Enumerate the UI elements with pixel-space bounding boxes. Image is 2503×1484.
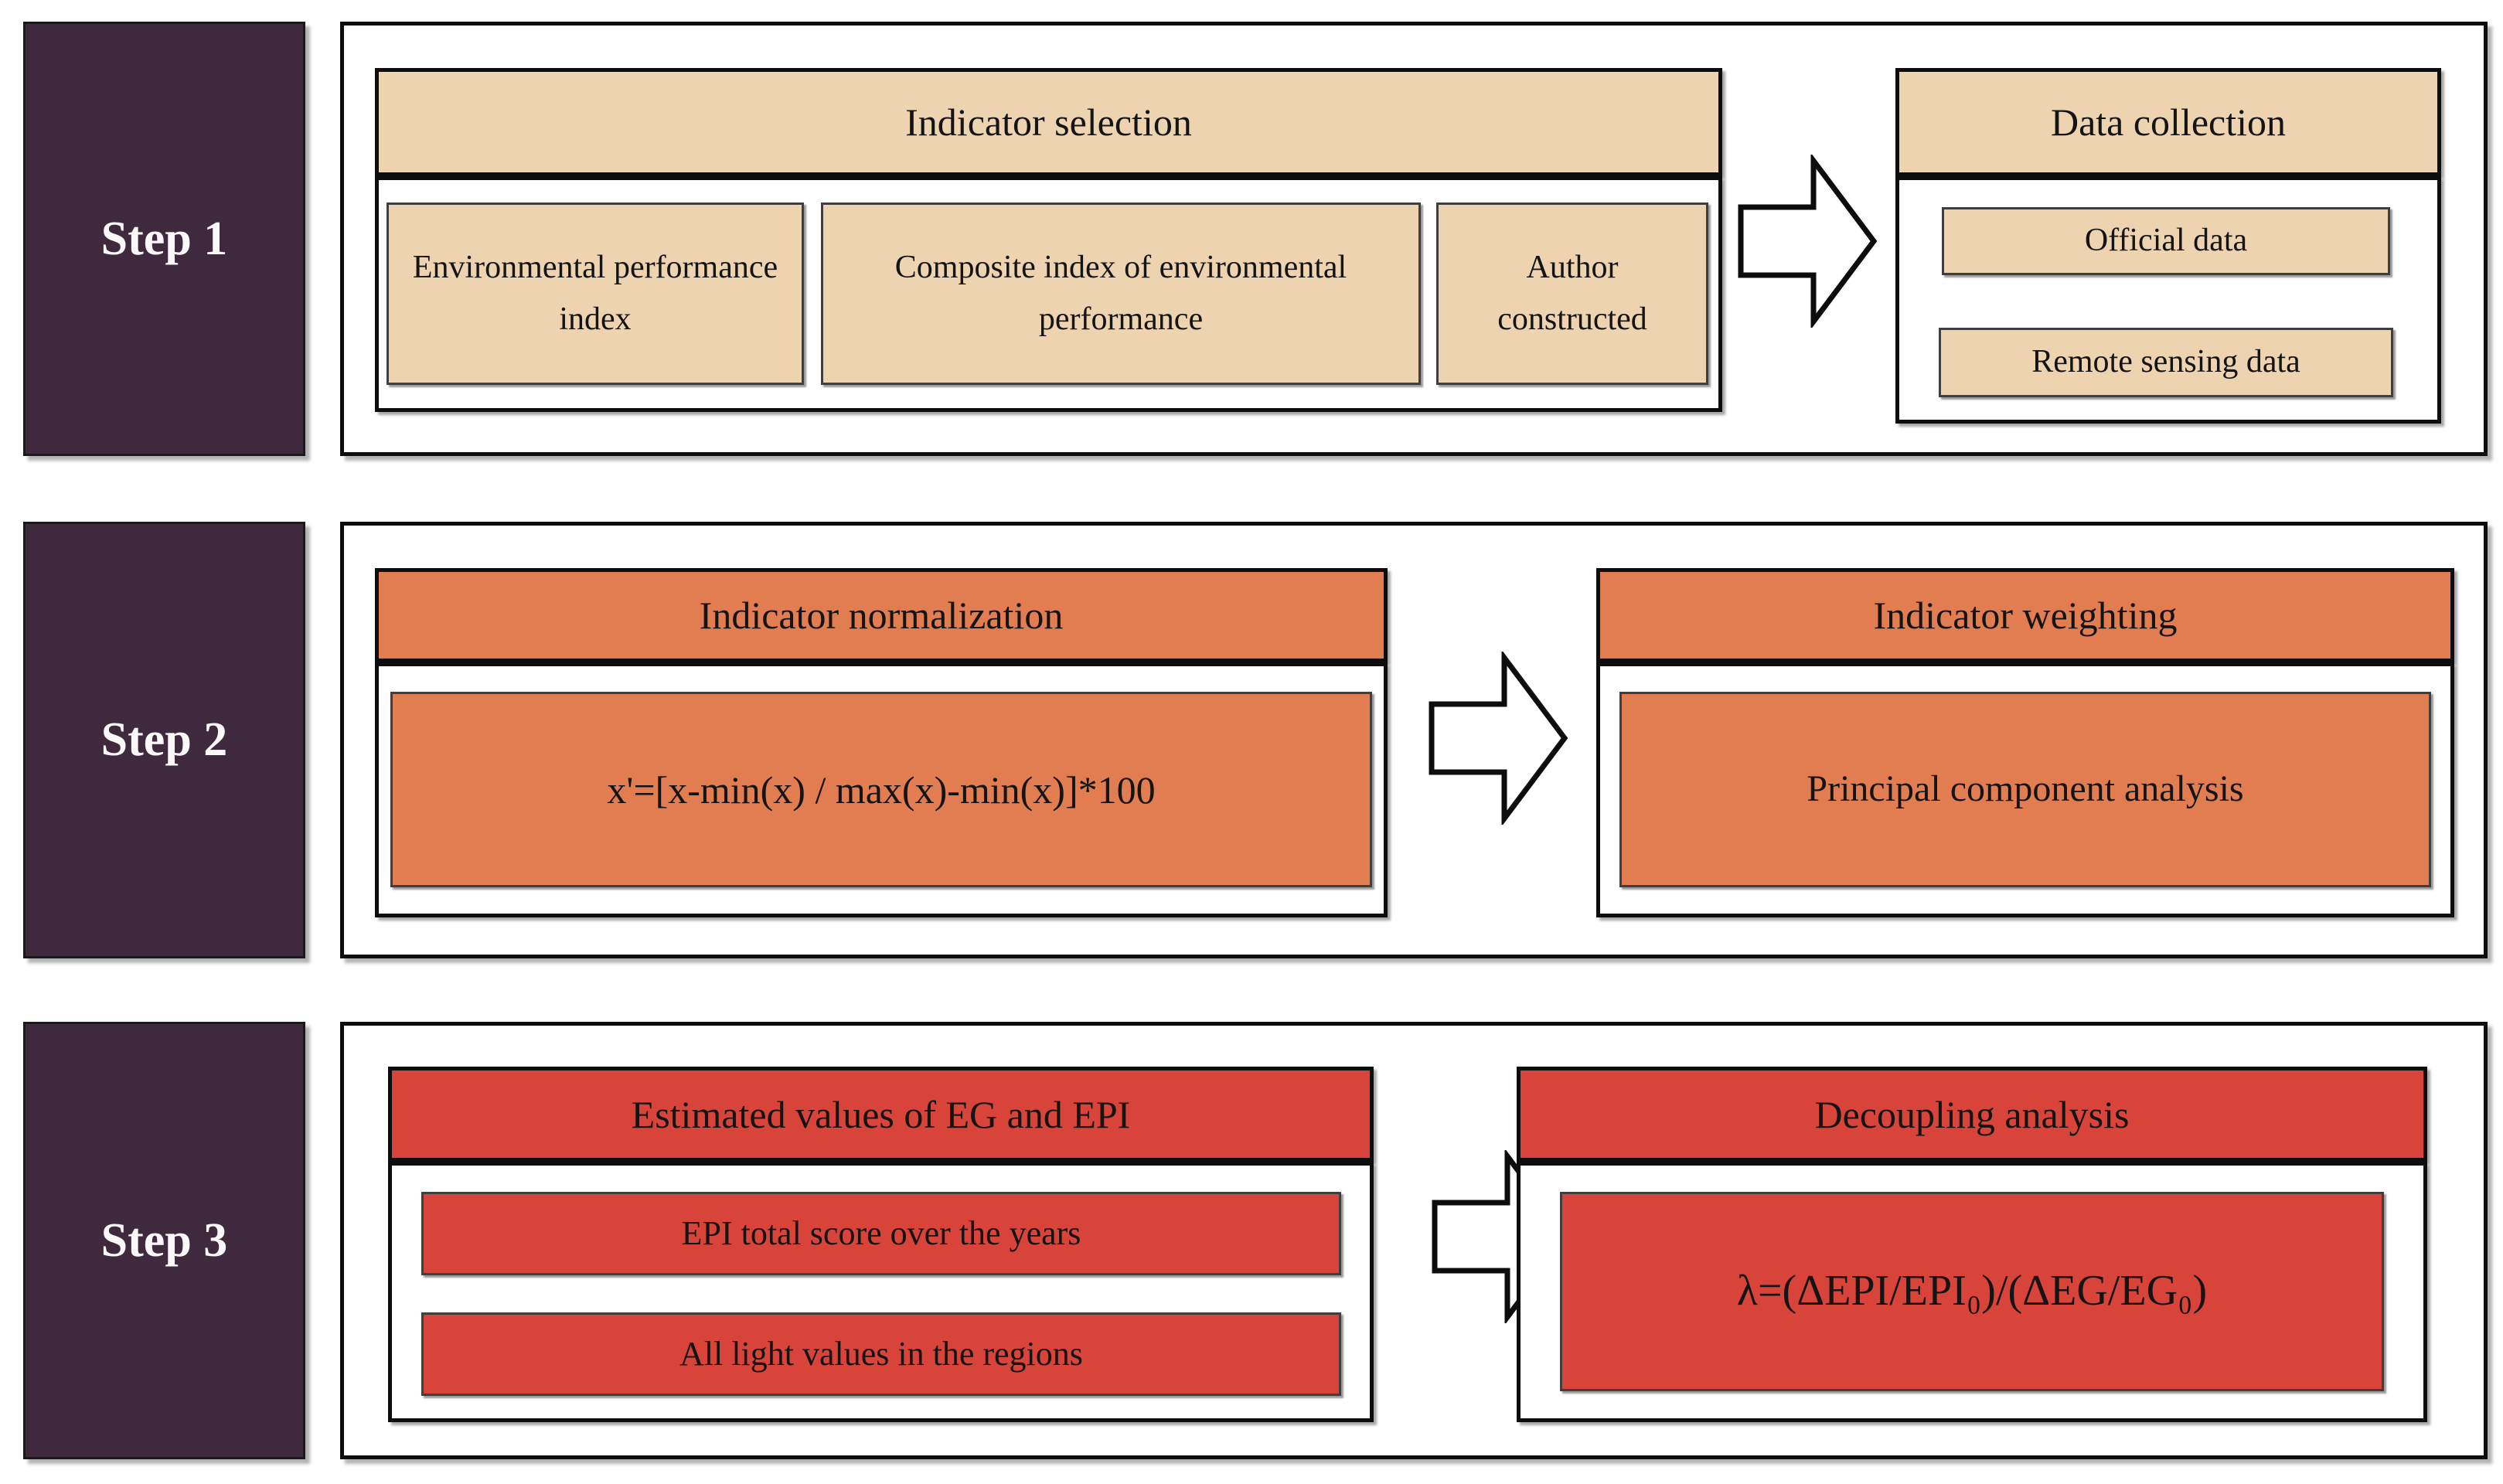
item-text: Principal component analysis <box>1807 768 2244 810</box>
item-text: EPI total score over the years <box>681 1213 1081 1252</box>
formula-text: λ=(ΔEPI/EPI₀)/(ΔEG/EG₀) <box>1736 1267 2208 1316</box>
item-all-light-values: All light values in the regions <box>421 1312 1341 1396</box>
item-epi-total-score: EPI total score over the years <box>421 1192 1341 1275</box>
item-environmental-performance-index: Environmental performance index <box>387 203 804 385</box>
item-principal-component-analysis: Principal component analysis <box>1619 692 2431 887</box>
decoupling-analysis-title: Decoupling analysis <box>1814 1092 2130 1136</box>
step-2-label-text: Step 2 <box>100 713 228 766</box>
data-collection-title: Data collection <box>2050 100 2287 144</box>
decoupling-formula-box: λ=(ΔEPI/EPI₀)/(ΔEG/EG₀) <box>1560 1192 2384 1391</box>
indicator-normalization-header: Indicator normalization <box>375 568 1388 662</box>
indicator-normalization-title: Indicator normalization <box>699 594 1064 637</box>
item-text: All light values in the regions <box>679 1334 1083 1373</box>
step-3-label: Step 3 <box>23 1022 305 1459</box>
item-remote-sensing-data: Remote sensing data <box>1939 328 2393 397</box>
indicator-weighting-header: Indicator weighting <box>1596 568 2454 662</box>
item-text: Remote sensing data <box>2031 344 2300 380</box>
item-text: Official data <box>2084 223 2248 259</box>
item-official-data: Official data <box>1942 207 2390 275</box>
step-3-label-text: Step 3 <box>100 1213 228 1267</box>
item-text: Environmental performance index <box>412 249 778 337</box>
step-1-label: Step 1 <box>23 22 305 456</box>
estimated-values-title: Estimated values of EG and EPI <box>631 1092 1131 1136</box>
normalization-formula-box: x'=[x-min(x) / max(x)-min(x)]*100 <box>390 692 1372 887</box>
step-2-label: Step 2 <box>23 522 305 958</box>
flow-arrow-icon <box>1738 155 1878 328</box>
item-composite-index: Composite index of environmental perform… <box>821 203 1421 385</box>
decoupling-analysis-header: Decoupling analysis <box>1517 1067 2427 1162</box>
item-text: Composite index of environmental perform… <box>894 249 1347 337</box>
flow-arrow-icon <box>1429 652 1569 825</box>
item-text: Author constructed <box>1497 249 1647 337</box>
indicator-weighting-title: Indicator weighting <box>1873 594 2178 637</box>
estimated-values-header: Estimated values of EG and EPI <box>388 1067 1374 1162</box>
item-author-constructed: Author constructed <box>1436 203 1708 385</box>
data-collection-header: Data collection <box>1895 68 2441 176</box>
indicator-selection-title: Indicator selection <box>905 100 1192 144</box>
step-1-label-text: Step 1 <box>100 212 228 265</box>
formula-text: x'=[x-min(x) / max(x)-min(x)]*100 <box>607 768 1156 812</box>
indicator-selection-header: Indicator selection <box>375 68 1722 176</box>
